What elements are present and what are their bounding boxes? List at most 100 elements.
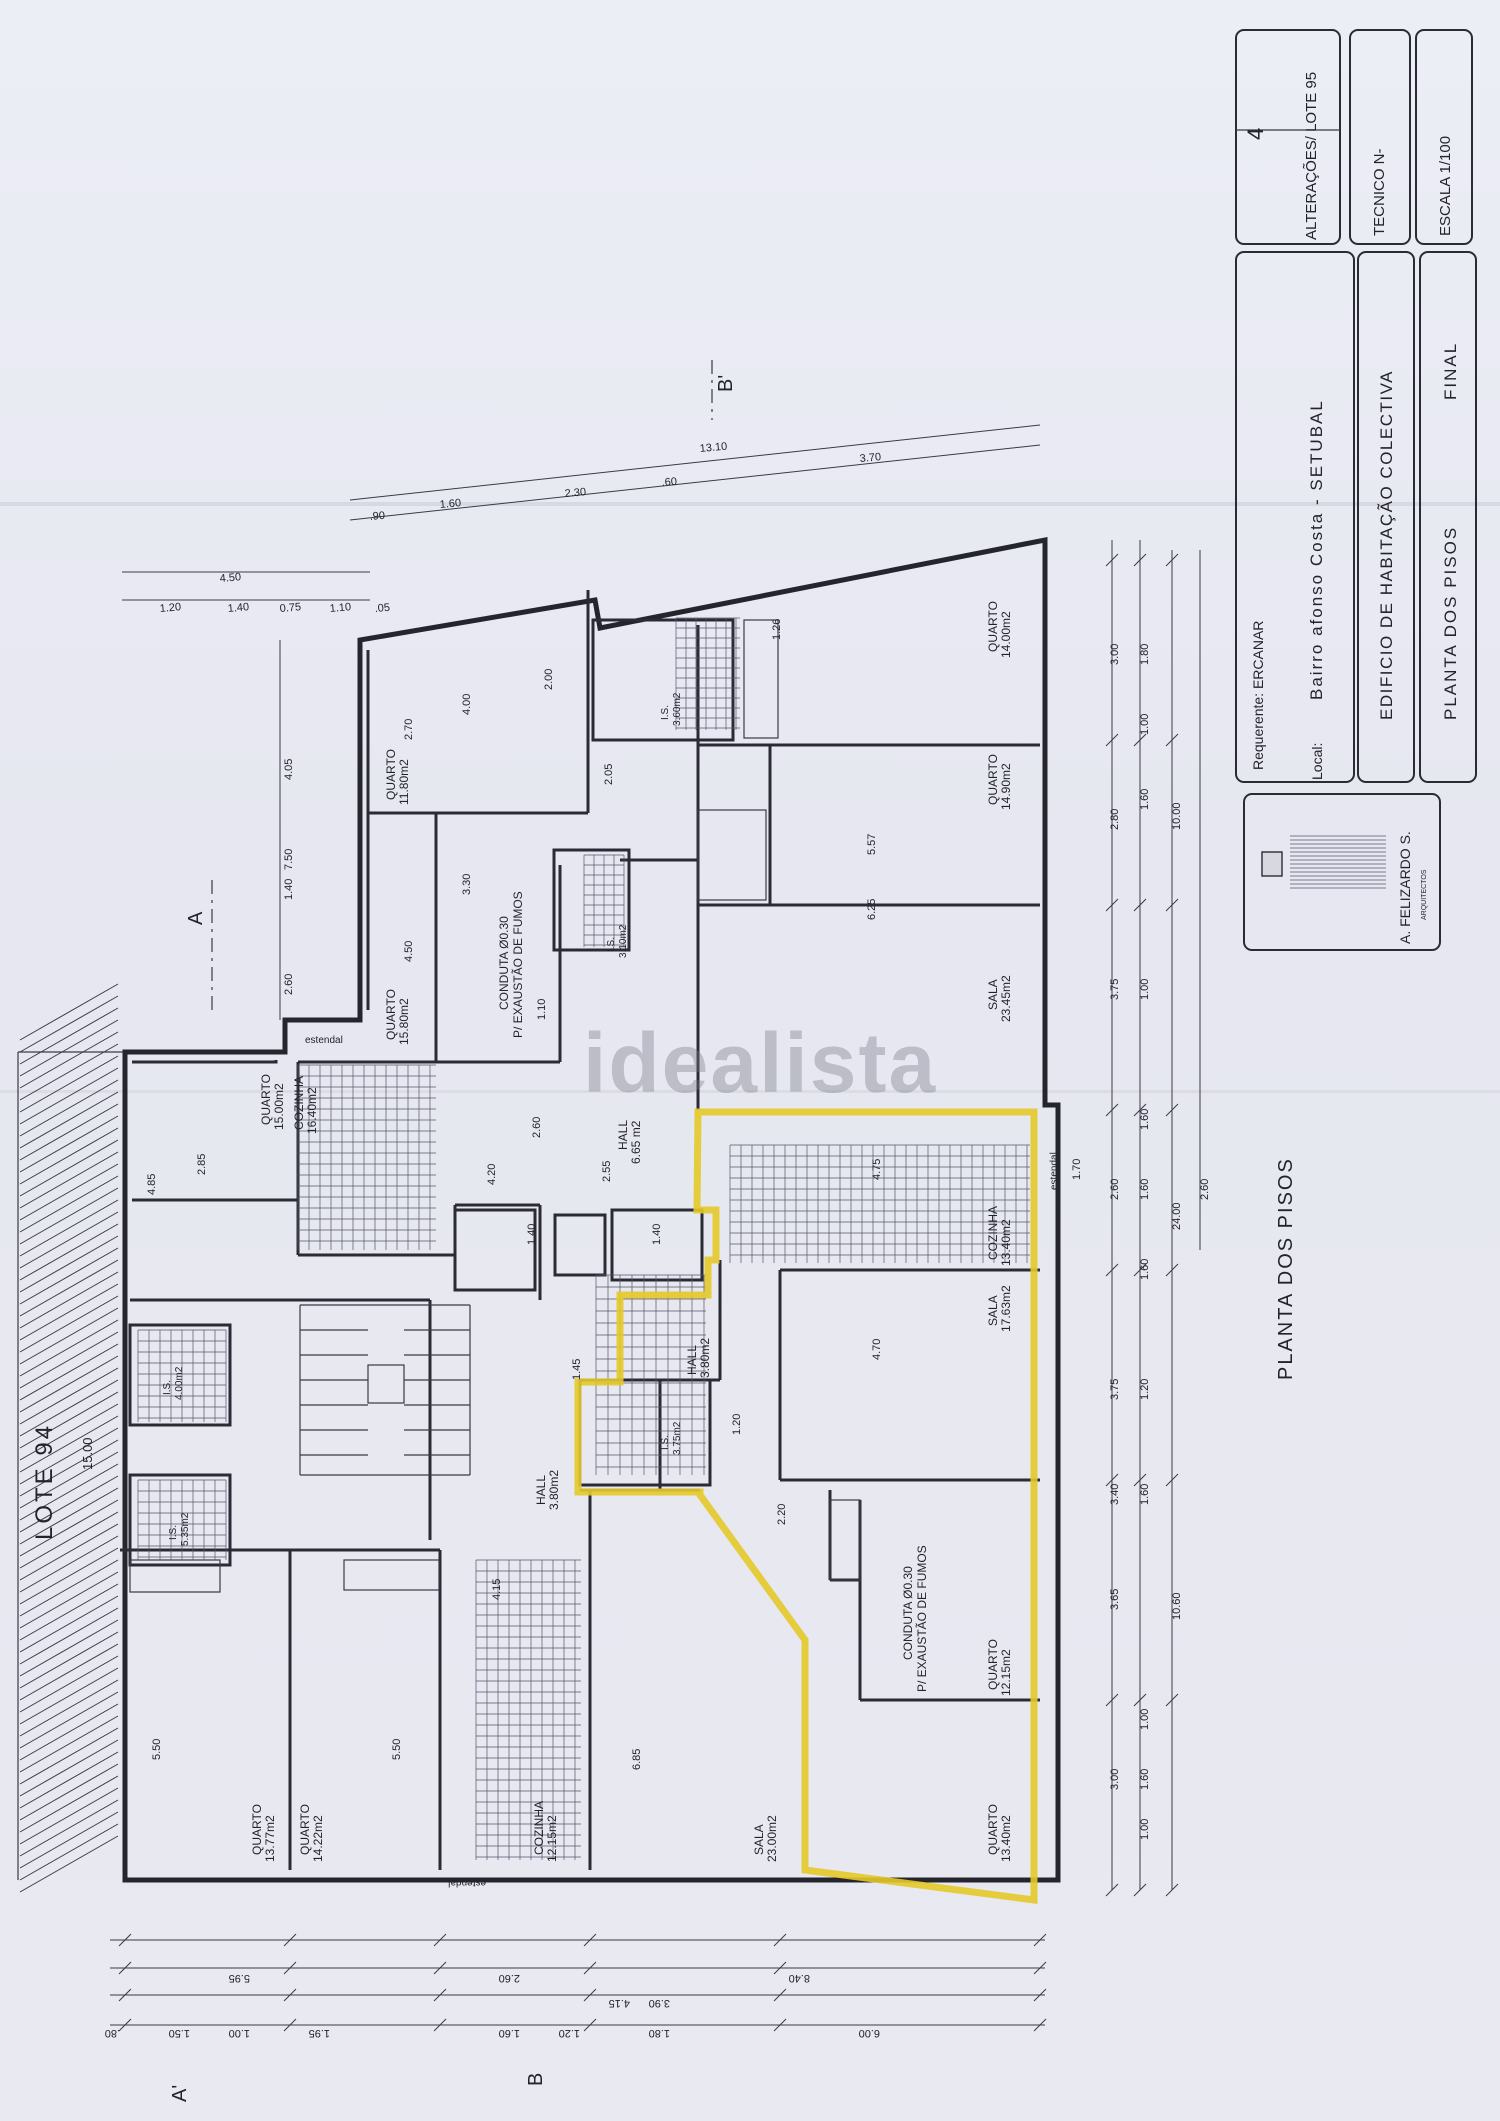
tiles — [137, 617, 1030, 1860]
dim-tick — [1133, 1473, 1147, 1487]
dim-tick — [1105, 1263, 1119, 1277]
dimension-text: 1.20 — [559, 2027, 580, 2039]
dimension-text: 1.10 — [536, 999, 548, 1020]
room-name: QUARTO — [250, 1804, 264, 1855]
room-name: HALL — [534, 1475, 548, 1505]
hatch-line — [19, 1787, 119, 1845]
dimension-text: 1.20 — [1139, 1379, 1151, 1400]
dim-tick — [118, 1988, 132, 2002]
dimension-text: 1.40 — [526, 1224, 538, 1245]
room-labels: QUARTO 15.00m2 COZINHA 16.40m2 QUARTO 15… — [162, 601, 1013, 1862]
dimension-text: 1.26 — [771, 619, 783, 640]
dimension-text: 4.75 — [871, 1159, 883, 1180]
dim-tick — [1165, 1263, 1179, 1277]
duct-note: P/ EXAUSTÃO DE FUMOS — [915, 1545, 929, 1692]
room-name: COZINHA — [532, 1801, 546, 1855]
location-text: Bairro afonso Costa - SETUBAL — [1307, 399, 1326, 700]
dimension-text: 6.85 — [631, 1749, 643, 1770]
dim-tick — [1165, 553, 1179, 567]
hatch-line — [19, 1331, 119, 1389]
hatch-line — [19, 1739, 119, 1797]
hatch-line — [19, 1391, 119, 1449]
room-name: SALA — [986, 979, 1000, 1010]
hatch-line — [19, 1079, 119, 1137]
dimension-text: 4.20 — [486, 1164, 498, 1185]
dimension-text: 3.70 — [859, 451, 881, 465]
dimension-text: 24.00 — [1171, 1202, 1183, 1230]
dim-tick — [118, 2018, 132, 2032]
dim-tick — [433, 1933, 447, 1947]
hatch-line — [19, 1655, 119, 1713]
dimension-text: 1.20 — [159, 601, 181, 615]
room-area: 6.65 m2 — [629, 1120, 643, 1164]
hatch-line — [19, 1019, 119, 1077]
hatch-line — [19, 1343, 119, 1401]
dim-tick — [583, 2018, 597, 2032]
dim-tick — [583, 1988, 597, 2002]
room-name: I.S. — [168, 1525, 179, 1540]
dimension-text: .60 — [661, 476, 677, 489]
hatch-line — [19, 1511, 119, 1569]
room-area: 17.63m2 — [999, 1285, 1013, 1332]
revision-text: ALTERAÇÕES/ LOTE 95 — [1303, 72, 1320, 240]
dimension-text: 10.00 — [1171, 802, 1183, 830]
dimension-text: 2.60 — [499, 1972, 520, 1984]
hatch-line — [19, 1835, 119, 1893]
room-area: 3.75m2 — [672, 1421, 683, 1455]
hatch-line — [19, 1751, 119, 1809]
hatch-line — [19, 1463, 119, 1521]
room-area: 14.00m2 — [999, 611, 1013, 658]
dimension-texts: 3.003.752.602.803.753.403.653.001.001.60… — [105, 441, 1211, 2039]
room-area: 3.80m2 — [547, 1470, 561, 1510]
neighbor-lot-label: LOTE 94 — [31, 1423, 58, 1540]
dimension-text: 1.60 — [1139, 1259, 1151, 1280]
watermark: idealista — [583, 1016, 938, 1110]
dimension-text: 4.00 — [461, 694, 473, 715]
dimension-text: 1.20 — [731, 1414, 743, 1435]
room-area: 3.60m2 — [672, 692, 683, 726]
hatch-line — [19, 1355, 119, 1413]
room-name: QUARTO — [986, 1639, 1000, 1690]
hatch-line — [19, 1619, 119, 1677]
dim-tick — [283, 1961, 297, 1975]
dim-tick — [583, 1961, 597, 1975]
dimension-text: 4.15 — [609, 1997, 630, 2009]
dimension-text: 5.95 — [229, 1972, 250, 1984]
dim-tick — [1105, 898, 1119, 912]
status-text: FINAL — [1441, 342, 1460, 400]
room-name: QUARTO — [986, 1804, 1000, 1855]
dim-tick — [433, 1961, 447, 1975]
hatch-line — [19, 1523, 119, 1581]
dim-tick — [1105, 1103, 1119, 1117]
section-b-top: B' — [715, 375, 737, 392]
hatch-line — [19, 1799, 119, 1857]
hatch-line — [19, 1763, 119, 1821]
dimension-text: 1.80 — [649, 2027, 670, 2039]
room-name: QUARTO — [384, 749, 398, 800]
room-area: 15.80m2 — [397, 998, 411, 1045]
duct-note: P/ EXAUSTÃO DE FUMOS — [511, 891, 525, 1038]
hatch-line — [19, 983, 119, 1041]
hatch-line — [19, 1583, 119, 1641]
dimension-text: 2.60 — [1109, 1179, 1121, 1200]
hatch-line — [19, 1091, 119, 1149]
dimension-text: 10.60 — [1171, 1592, 1183, 1620]
room-name: I.S. — [606, 937, 617, 952]
notes: CONDUTA Ø0.30 P/ EXAUSTÃO DE FUMOS CONDU… — [305, 891, 1060, 1888]
requester-text: Requerente: ERCANAR — [1250, 621, 1266, 770]
hatch-line — [19, 1691, 119, 1749]
hatch-line — [19, 1607, 119, 1665]
dimension-text: 1.00 — [1139, 979, 1151, 1000]
room-name: I.S. — [660, 705, 671, 720]
dimension-text: 2.00 — [543, 669, 555, 690]
hatch-line — [19, 1535, 119, 1593]
dim-tick — [583, 1933, 597, 1947]
hatch-line — [19, 1163, 119, 1221]
dimension-text: 3.30 — [461, 874, 473, 895]
dimension-text: 1.60 — [1139, 789, 1151, 810]
hatch-line — [19, 1211, 119, 1269]
dimension-text: 1.00 — [1139, 1709, 1151, 1730]
dimension-text: 1.60 — [1139, 1769, 1151, 1790]
dim-tick — [1165, 898, 1179, 912]
